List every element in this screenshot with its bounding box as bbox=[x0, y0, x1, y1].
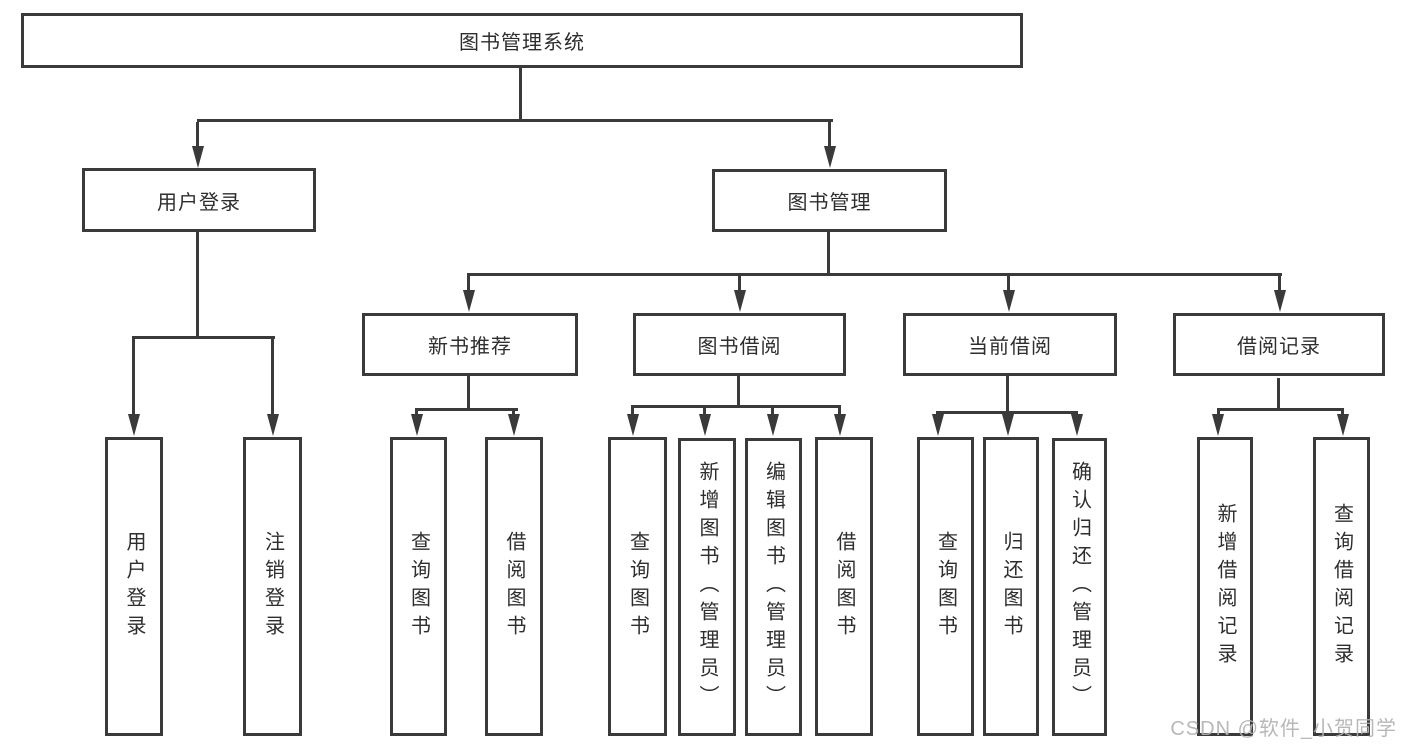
connector-line bbox=[271, 339, 274, 414]
leaf-borrow-book-under-borrow-label: 借阅图书 bbox=[833, 530, 855, 643]
arrowhead-down-icon bbox=[192, 146, 204, 168]
node-new-book-recommend: 新书推荐 bbox=[362, 313, 578, 376]
node-root-label: 图书管理系统 bbox=[459, 32, 585, 54]
leaf-borrow-book-under-recommend-label: 借阅图书 bbox=[503, 530, 525, 643]
arrowhead-down-icon bbox=[128, 414, 140, 436]
leaf-borrow-book-under-borrow: 借阅图书 bbox=[815, 437, 873, 736]
connector-line bbox=[703, 407, 706, 415]
connector-line bbox=[415, 408, 518, 411]
leaf-query-book-under-recommend: 查询图书 bbox=[390, 437, 447, 736]
connector-line bbox=[1341, 410, 1344, 415]
leaf-return-book: 归还图书 bbox=[983, 437, 1039, 736]
connector-line bbox=[467, 376, 470, 410]
node-current-borrow: 当前借阅 bbox=[903, 313, 1117, 376]
node-new-book-recommend-label: 新书推荐 bbox=[428, 336, 512, 358]
connector-line bbox=[631, 407, 634, 415]
arrowhead-down-icon bbox=[411, 414, 423, 436]
connector-line bbox=[1217, 408, 1344, 411]
leaf-query-book-under-borrow: 查询图书 bbox=[608, 437, 667, 736]
connector-line bbox=[1278, 276, 1281, 290]
connector-line bbox=[196, 122, 199, 148]
leaf-return-book-label: 归还图书 bbox=[1000, 530, 1022, 643]
arrowhead-down-icon bbox=[508, 414, 520, 436]
leaf-confirm-return-admin-label: 确认归还（管理员） bbox=[1068, 461, 1091, 713]
arrowhead-down-icon bbox=[267, 414, 279, 436]
arrowhead-down-icon bbox=[834, 414, 846, 436]
leaf-query-book-under-current-label: 查询图书 bbox=[934, 530, 957, 643]
connector-line bbox=[838, 407, 841, 415]
leaf-confirm-return-admin: 确认归还（管理员） bbox=[1052, 438, 1107, 736]
node-current-borrow-label: 当前借阅 bbox=[968, 336, 1052, 358]
connector-line bbox=[467, 273, 1282, 276]
node-borrow-records-label: 借阅记录 bbox=[1237, 336, 1321, 358]
leaf-query-borrow-record: 查询借阅记录 bbox=[1313, 437, 1370, 736]
connector-line bbox=[738, 276, 741, 290]
leaf-add-book-admin: 新增图书（管理员） bbox=[678, 438, 736, 736]
connector-line bbox=[828, 122, 831, 148]
connector-line bbox=[519, 68, 522, 122]
connector-line bbox=[1217, 410, 1220, 415]
arrowhead-down-icon bbox=[1274, 290, 1286, 312]
leaf-logout-login: 注销登录 bbox=[243, 437, 302, 736]
connector-line bbox=[1007, 276, 1010, 290]
node-book-borrow: 图书借阅 bbox=[633, 313, 846, 376]
arrowhead-down-icon bbox=[1002, 414, 1014, 436]
arrowhead-down-icon bbox=[734, 290, 746, 312]
leaf-logout-login-label: 注销登录 bbox=[261, 530, 284, 643]
leaf-user-login: 用户登录 bbox=[105, 437, 163, 736]
connector-line bbox=[631, 405, 841, 408]
leaf-query-book-under-recommend-label: 查询图书 bbox=[407, 530, 430, 643]
node-user-login: 用户登录 bbox=[82, 168, 316, 232]
leaf-add-book-admin-label: 新增图书（管理员） bbox=[696, 461, 718, 713]
leaf-query-borrow-record-label: 查询借阅记录 bbox=[1330, 502, 1353, 671]
leaf-add-borrow-record: 新增借阅记录 bbox=[1197, 437, 1253, 736]
connector-line bbox=[467, 276, 470, 290]
arrowhead-down-icon bbox=[627, 414, 639, 436]
node-book-management-label: 图书管理 bbox=[787, 192, 872, 214]
node-book-borrow-label: 图书借阅 bbox=[697, 336, 782, 358]
node-root: 图书管理系统 bbox=[21, 13, 1023, 68]
arrowhead-down-icon bbox=[1212, 414, 1224, 436]
connector-line bbox=[132, 336, 275, 339]
connector-line bbox=[737, 376, 740, 407]
connector-line bbox=[936, 411, 1078, 414]
arrowhead-down-icon bbox=[1071, 414, 1083, 436]
leaf-edit-book-admin-label: 编辑图书（管理员） bbox=[762, 461, 785, 713]
arrowhead-down-icon bbox=[824, 146, 836, 168]
arrowhead-down-icon bbox=[1003, 290, 1015, 312]
leaf-borrow-book-under-recommend: 借阅图书 bbox=[485, 437, 543, 736]
arrowhead-down-icon bbox=[463, 290, 475, 312]
connector-line bbox=[415, 410, 418, 415]
leaf-edit-book-admin: 编辑图书（管理员） bbox=[745, 438, 802, 736]
connector-line bbox=[1006, 376, 1009, 413]
arrowhead-down-icon bbox=[1337, 414, 1349, 436]
arrowhead-down-icon bbox=[767, 414, 779, 436]
connector-line bbox=[771, 407, 774, 415]
leaf-add-borrow-record-label: 新增借阅记录 bbox=[1214, 502, 1236, 671]
arrowhead-down-icon bbox=[932, 414, 944, 436]
connector-line bbox=[512, 410, 515, 415]
leaf-user-login-label: 用户登录 bbox=[123, 530, 145, 643]
leaf-query-book-under-current: 查询图书 bbox=[917, 437, 974, 736]
connector-line bbox=[827, 232, 830, 276]
watermark: CSDN @软件_小贺同学 bbox=[1170, 718, 1397, 740]
connector-line bbox=[197, 119, 833, 122]
connector-line bbox=[132, 339, 135, 414]
arrowhead-down-icon bbox=[699, 414, 711, 436]
node-user-login-label: 用户登录 bbox=[157, 191, 241, 214]
node-borrow-records: 借阅记录 bbox=[1173, 313, 1385, 376]
connector-line bbox=[196, 232, 199, 339]
node-book-management: 图书管理 bbox=[712, 169, 947, 232]
leaf-query-book-under-borrow-label: 查询图书 bbox=[626, 530, 649, 643]
connector-line bbox=[1277, 378, 1280, 410]
